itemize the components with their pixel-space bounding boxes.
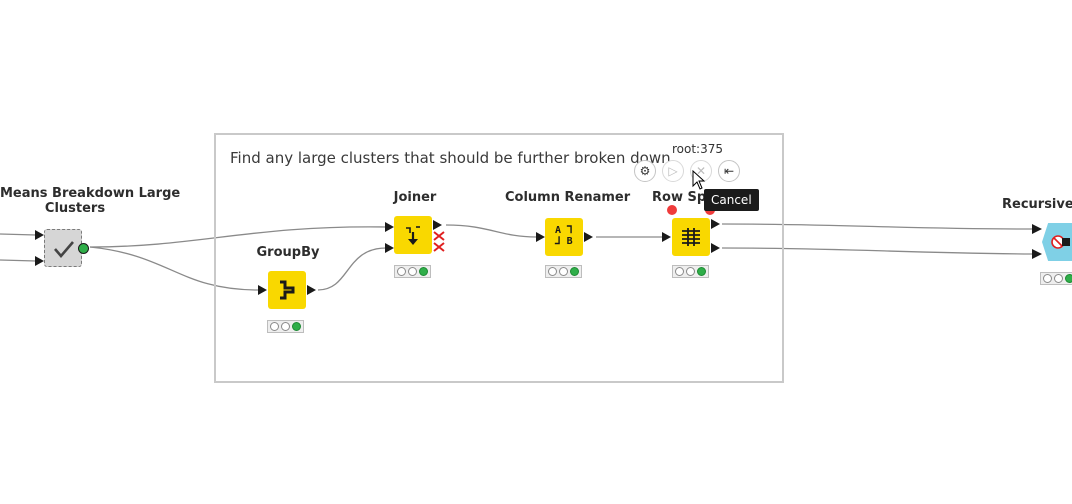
groupby-status [267,320,304,333]
rowsplitter-output-port-1[interactable] [711,219,720,229]
connection-splitter-loop-1 [721,223,1033,230]
connection-kmeans-groupby [89,246,259,291]
check-icon [54,241,74,258]
renamer-status [545,265,582,278]
connection-splitter-loop-2 [721,247,1033,255]
joiner-status [394,265,431,278]
reset-button[interactable]: ⇤ [718,160,740,182]
groupby-input-port[interactable] [258,285,267,295]
connection-in-2 [0,259,37,262]
workflow-annotation[interactable]: Find any large clusters that should be f… [214,133,784,383]
reset-icon: ⇤ [723,164,735,178]
loop-end-icon [1051,235,1070,249]
configure-button[interactable]: ⚙ [634,160,656,182]
play-icon: ▷ [668,164,678,178]
cancel-tooltip: Cancel [704,189,759,211]
node-id-label: root:375 [672,142,724,156]
connection-groupby-joiner [317,247,387,291]
kmeans-metanode[interactable] [44,229,82,267]
execute-button[interactable]: ▷ [662,160,684,182]
groupby-output-port[interactable] [307,285,316,295]
arrow-loop-1 [1032,224,1042,234]
groupby-node[interactable] [268,271,306,309]
annotation-text: Find any large clusters that should be f… [230,149,676,167]
renamer-input-port[interactable] [536,232,545,242]
node-action-toolbar: ⚙ ▷ ✕ ⇤ [634,160,740,182]
renamer-node[interactable]: A ⅂ ⅃ B [545,218,583,256]
rowsplitter-input-port[interactable] [662,232,671,242]
error-indicator-1 [667,205,677,215]
node-label-recursive-loop[interactable]: Recursive Lo [1002,197,1072,212]
close-icon: ✕ [695,164,707,178]
kmeans-output-port[interactable] [78,243,89,254]
row-split-icon [682,228,700,246]
joiner-input-port-2[interactable] [385,243,394,253]
node-label-kmeans[interactable]: Means Breakdown Large Clusters [0,186,181,216]
connection-kmeans-joiner [89,226,387,248]
groupby-icon [280,280,295,300]
node-label-joiner[interactable]: Joiner [393,190,437,205]
rowsplitter-node[interactable] [672,218,710,256]
recursive-loop-node[interactable] [1042,223,1072,261]
rowsplitter-status [672,265,709,278]
node-label-renamer[interactable]: Column Renamer [505,190,631,205]
kmeans-input-port-2[interactable] [35,256,44,266]
joiner-output-port-1[interactable] [433,220,442,230]
joiner-inactive-ports-icon [433,231,445,252]
connection-in-1 [0,233,37,236]
rowsplitter-output-port-2[interactable] [711,243,720,253]
node-label-groupby[interactable]: GroupBy [256,245,320,260]
joiner-input-port-1[interactable] [385,222,394,232]
gear-icon: ⚙ [639,164,651,178]
arrow-loop-2 [1032,249,1042,259]
rename-icon: A ⅂ ⅃ B [555,225,573,247]
connection-joiner-renamer [445,224,537,238]
node-label-rowsplitter[interactable]: Row Spl [652,190,711,205]
renamer-output-port[interactable] [584,232,593,242]
recursive-loop-status [1040,272,1072,285]
joiner-icon [406,226,420,245]
joiner-node[interactable] [394,216,432,254]
mouse-cursor-icon [692,170,706,190]
kmeans-input-port-1[interactable] [35,230,44,240]
